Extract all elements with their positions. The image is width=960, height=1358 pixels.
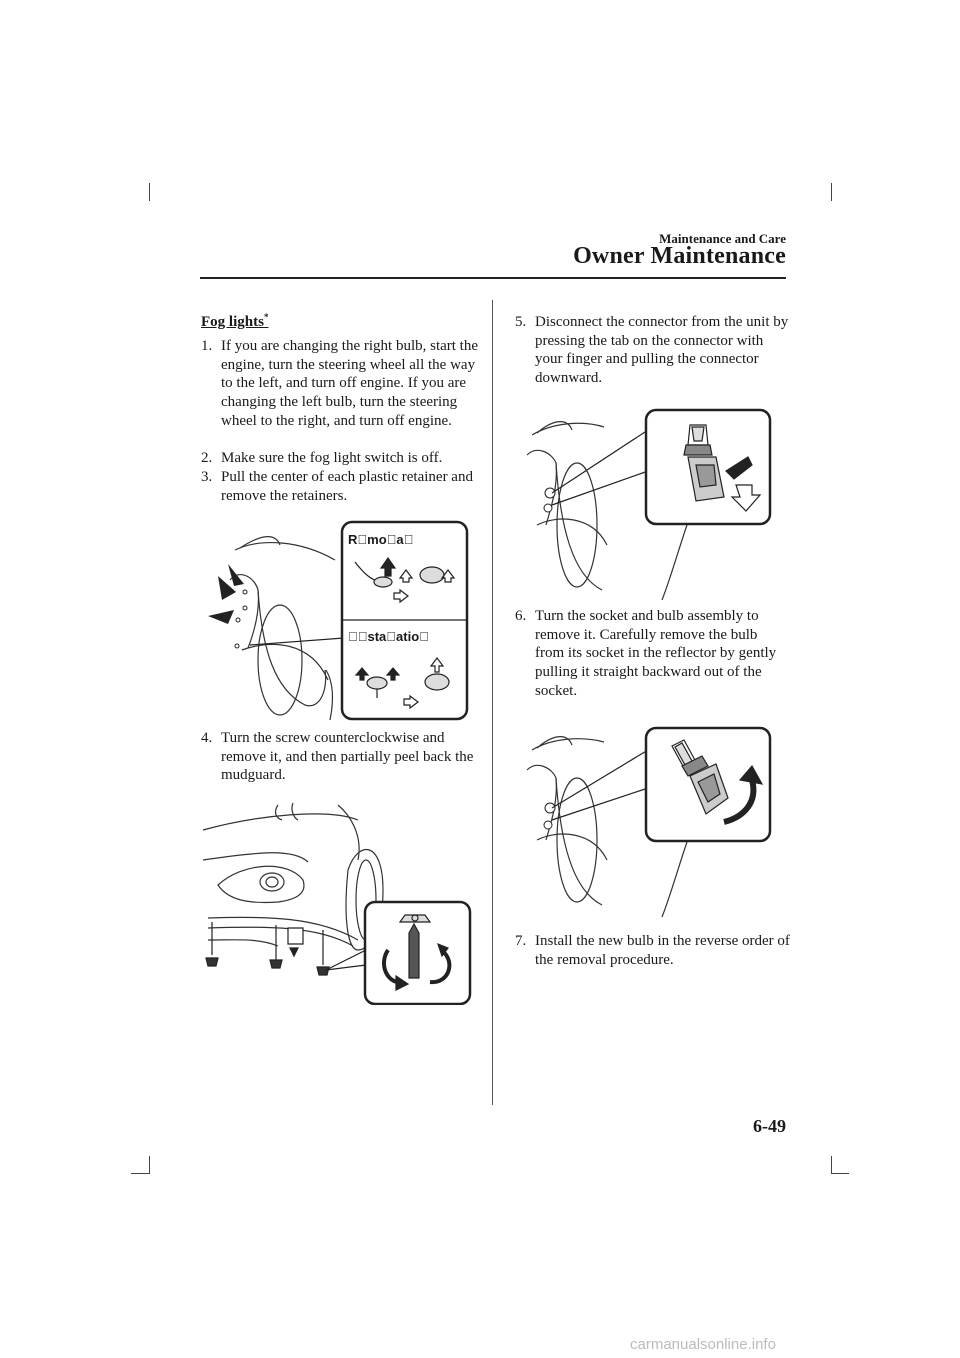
step-number: 7. <box>515 933 527 949</box>
step-number: 6. <box>515 608 527 624</box>
watermark: carmanualsonline.info <box>630 1336 776 1353</box>
step-3: 3. Pull the center of each plastic retai… <box>201 468 481 505</box>
step-7: 7. Install the new bulb in the reverse o… <box>515 932 790 969</box>
step-number: 5. <box>515 314 527 330</box>
step-4: 4. Turn the screw counterclockwise and r… <box>201 729 481 785</box>
step-number: 1. <box>201 338 213 354</box>
crop-mark <box>149 1156 150 1174</box>
header-rule <box>200 277 786 279</box>
figure-socket <box>526 726 772 918</box>
option-mark: * <box>263 312 269 322</box>
step-text: Pull the center of each plastic retainer… <box>221 469 473 504</box>
step-text: Disconnect the connector from the unit b… <box>535 314 789 387</box>
section-title: Owner Maintenance <box>573 243 786 269</box>
step-1: 1. If you are changing the right bulb, s… <box>201 337 481 431</box>
crop-mark <box>831 183 832 201</box>
step-6: 6. Turn the socket and bulb assembly to … <box>515 607 790 701</box>
step-number: 4. <box>201 730 213 746</box>
heading-text: Fog lights <box>201 314 264 330</box>
step-number: 2. <box>201 450 213 466</box>
figure-mudguard <box>202 802 472 1005</box>
crop-mark <box>131 1173 149 1174</box>
step-text: Turn the screw counterclockwise and remo… <box>221 730 474 784</box>
step-number: 3. <box>201 469 213 485</box>
step-5: 5. Disconnect the connector from the uni… <box>515 313 790 388</box>
chapter-title: Maintenance and Care <box>659 231 786 246</box>
figure-label-removal: R mo a  <box>348 532 414 547</box>
page-number: 6-49 <box>753 1116 786 1136</box>
crop-mark <box>831 1156 832 1174</box>
figure-label-installation:   sta atio  <box>348 629 429 644</box>
figure-connector <box>526 408 772 600</box>
step-text: Turn the socket and bulb assembly to rem… <box>535 608 777 699</box>
crop-mark <box>831 1173 849 1174</box>
step-text: Install the new bulb in the reverse orde… <box>535 933 790 968</box>
column-divider <box>492 300 493 1105</box>
step-text: Make sure the fog light switch is off. <box>221 450 443 466</box>
crop-mark <box>149 183 150 201</box>
section-heading: Fog lights* <box>201 312 268 331</box>
figure-retainers <box>208 520 469 721</box>
step-text: If you are changing the right bulb, star… <box>221 338 479 429</box>
step-2: 2. Make sure the fog light switch is off… <box>201 449 481 468</box>
